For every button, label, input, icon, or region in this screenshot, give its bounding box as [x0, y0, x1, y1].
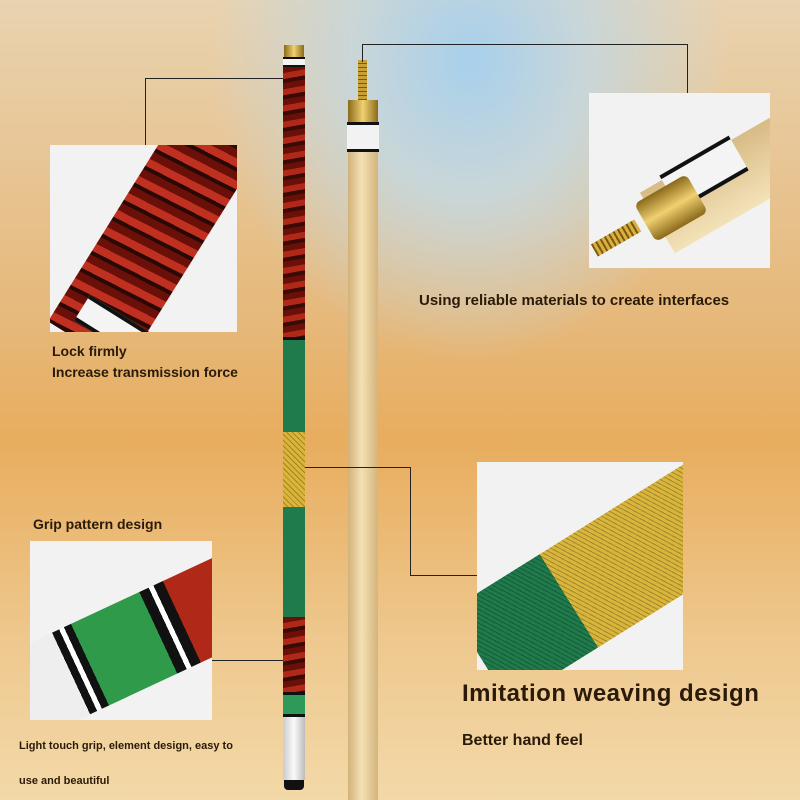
brass-joint-collar — [284, 45, 304, 57]
pin-closeup-photo — [589, 93, 770, 268]
connector-line — [362, 44, 687, 45]
cue-shaft — [345, 60, 381, 800]
connector-line — [145, 78, 146, 145]
pin-title: Using reliable materials to create inter… — [419, 292, 730, 309]
grip-line1: Light touch grip, element design, easy t… — [19, 740, 233, 752]
grip-line2: use and beautiful — [19, 775, 110, 787]
white-ring — [283, 57, 305, 67]
connector-line — [687, 44, 688, 93]
connector-line — [410, 467, 411, 575]
connector-line — [362, 44, 363, 62]
grip-closeup-photo — [30, 541, 212, 720]
joint-pin — [358, 60, 367, 100]
white-ring — [347, 122, 379, 152]
white-butt-cap — [283, 717, 305, 780]
connector-line — [410, 575, 477, 576]
green-wrap-ring — [283, 692, 305, 717]
joint-closeup-photo — [50, 145, 237, 332]
red-burl-section — [283, 67, 305, 337]
joint-subtitle: Increase transmission force — [52, 364, 238, 380]
brass-collar — [348, 100, 378, 122]
connector-line — [305, 467, 410, 468]
weave-subtitle: Better hand feel — [462, 732, 583, 749]
green-section-lower — [283, 507, 305, 617]
connector-line — [212, 660, 283, 661]
weave-title: Imitation weaving design — [462, 680, 760, 707]
weave-closeup-photo — [477, 462, 683, 670]
red-burl-lower — [283, 617, 305, 692]
connector-line — [145, 78, 283, 79]
rubber-bumper — [284, 780, 304, 790]
grip-title: Grip pattern design — [33, 516, 163, 532]
maple-wood — [348, 152, 378, 800]
joint-title: Lock firmly — [52, 343, 127, 359]
yellow-weave-section — [283, 432, 305, 507]
cue-butt — [283, 45, 305, 790]
green-section-upper — [283, 337, 305, 432]
